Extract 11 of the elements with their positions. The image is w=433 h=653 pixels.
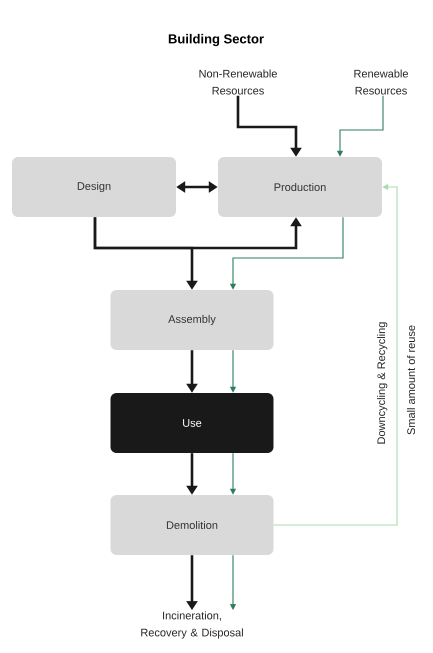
process-box: Production <box>218 157 382 217</box>
title: Building Sector <box>168 34 264 46</box>
edge-label: Downcycling & Recycling <box>376 320 388 446</box>
output-label: Incineration, Recovery & Disposal <box>141 611 243 639</box>
resource-label: Non-Renewable Resources <box>199 69 277 95</box>
resource-label: Renewable Resources <box>354 69 408 95</box>
process-box: Design <box>12 157 176 217</box>
process-box: Assembly <box>110 290 274 350</box>
process-box: Use <box>110 393 274 453</box>
process-box: Demolition <box>110 495 274 555</box>
flow-note: Small amount of reuse <box>406 325 416 435</box>
